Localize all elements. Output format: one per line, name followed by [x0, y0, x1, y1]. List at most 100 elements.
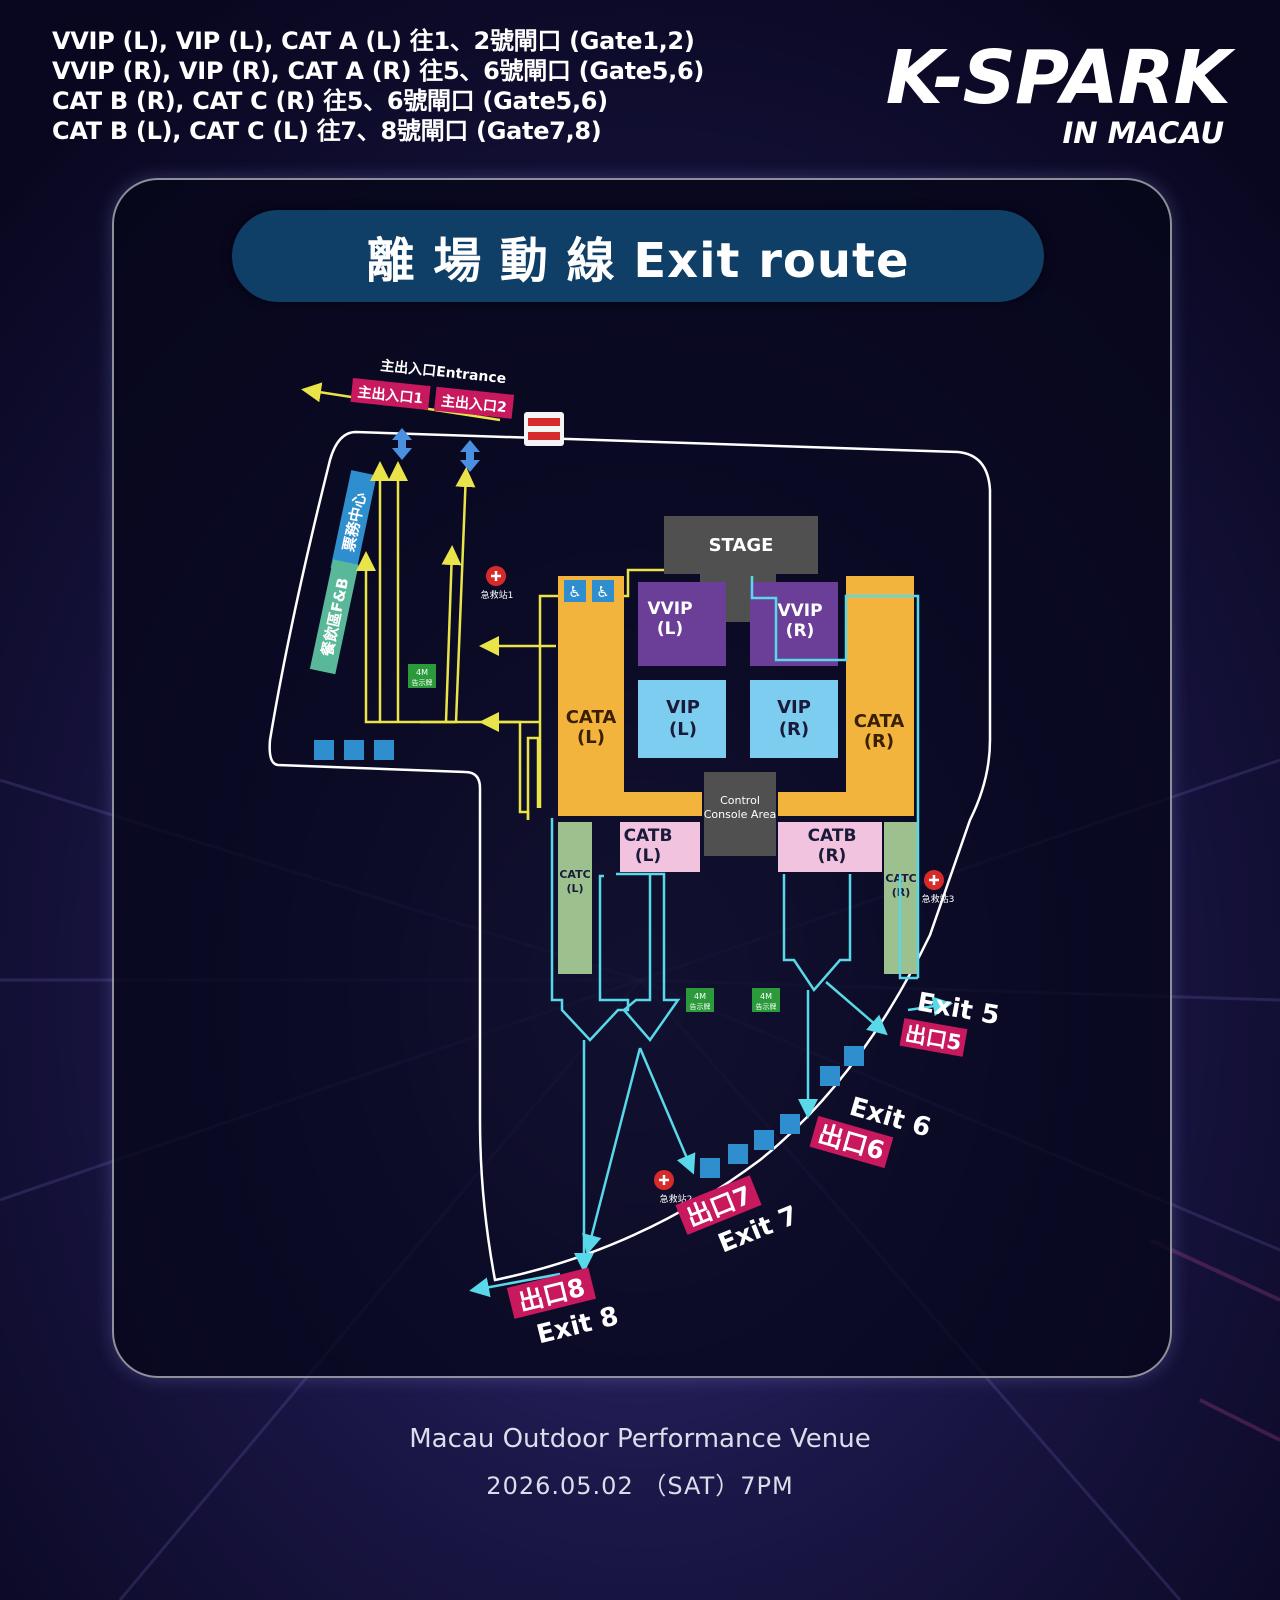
control-console-label: Control	[720, 794, 760, 807]
catb-left-sub: (L)	[635, 846, 661, 866]
cyan-route-right-outline	[750, 576, 920, 978]
venue-name: Macau Outdoor Performance Venue	[409, 1424, 871, 1454]
yellow-route-left	[356, 551, 380, 724]
catc-left-sub: (L)	[566, 882, 583, 895]
gate-instructions: VVIP (L), VIP (L), CAT A (L) 往1、2號閘口 (Ga…	[52, 26, 704, 146]
route-title: 離 場 動 線 Exit route	[366, 233, 910, 289]
logo-main-text: K-SPARK	[885, 35, 1231, 121]
catb-right-sub: (R)	[818, 846, 847, 866]
screen-board-left: 4M 告示牌	[408, 664, 436, 688]
screen-board-label: 4M	[694, 992, 706, 1001]
screen-board-right: 4M 告示牌	[752, 988, 780, 1012]
screen-board-sub: 告示牌	[690, 1002, 711, 1011]
vvip-left-block	[638, 582, 726, 666]
entrance-icon	[524, 412, 564, 446]
vvip-left-sub: (L)	[657, 619, 683, 639]
exit-7: 出口7 Exit 7	[675, 1175, 802, 1259]
screen-board-badge	[408, 664, 436, 688]
catb-left-block	[620, 822, 700, 872]
map-panel	[112, 178, 1172, 1378]
cata-right-sub: (R)	[864, 731, 894, 752]
restroom-icon	[780, 1114, 800, 1134]
exit-6: Exit 6 出口6	[809, 1092, 934, 1169]
cata-right-block	[778, 576, 914, 816]
vip-left-sub: (L)	[669, 719, 697, 740]
yellow-route-cata-inner	[526, 736, 540, 820]
svg-text:♿: ♿	[568, 583, 581, 601]
entrance-gate-2: 主出入口2	[440, 392, 507, 416]
yellow-route-right	[420, 467, 476, 724]
catc-left-block	[558, 822, 592, 974]
cyan-route-exit8-outer	[469, 1272, 561, 1298]
gate-1-double-arrow	[392, 428, 412, 460]
accessible-icon: ♿	[592, 580, 614, 602]
screen-board-sub: 告示牌	[756, 1002, 777, 1011]
gate-line-3: CAT B (R), CAT C (R) 往5、6號閘口 (Gate5,6)	[52, 87, 608, 115]
cata-left-block	[558, 576, 702, 816]
cata-right-label: CATA	[854, 711, 905, 732]
vip-right-sub: (R)	[779, 719, 809, 740]
venue-boundary	[268, 430, 992, 1282]
exit-7-badge	[675, 1175, 762, 1235]
restroom-icon	[844, 1046, 864, 1066]
yellow-route-main	[370, 461, 530, 820]
restroom-icon	[754, 1130, 774, 1150]
event-date: 2026.05.02 （SAT）7PM	[486, 1472, 794, 1500]
cyan-route-to-exit8-b	[582, 1047, 642, 1255]
svg-text:♿: ♿	[596, 583, 609, 601]
control-console-sub: Console Area	[704, 808, 776, 821]
first-aid-1-label: 急救站1	[481, 589, 514, 601]
vip-left-block	[638, 680, 726, 758]
cata-left-label: CATA	[566, 707, 617, 728]
vip-left-label: VIP	[666, 697, 700, 718]
entrance-gate-1-badge	[350, 378, 431, 411]
restroom-icon	[728, 1144, 748, 1164]
exit-8: 出口8 Exit 8	[506, 1267, 621, 1350]
ticket-center-badge	[330, 470, 377, 574]
restroom-icon	[374, 740, 394, 760]
entrance-gate-1: 主出入口1	[357, 384, 424, 408]
catb-left-label: CATB	[624, 826, 673, 846]
screen-board-label: 4M	[416, 668, 428, 677]
catb-right-block	[778, 822, 882, 872]
restroom-icon	[344, 740, 364, 760]
stage-label: STAGE	[709, 535, 774, 556]
vip-right-block	[750, 680, 838, 758]
entrance-label: 主出入口Entrance	[380, 357, 507, 387]
first-aid-1: 急救站1	[481, 566, 514, 601]
gate-line-4: CAT B (L), CAT C (L) 往7、8號閘口 (Gate7,8)	[52, 117, 602, 145]
exit-5: Exit 5 出口5	[899, 987, 1002, 1057]
cata-left-sub: (L)	[577, 727, 605, 748]
restroom-icon	[820, 1066, 840, 1086]
screen-board-badge	[752, 988, 780, 1012]
control-console-block	[704, 772, 776, 856]
cyan-route-catc-right	[898, 874, 918, 980]
cyan-route-to-exit5	[825, 981, 888, 1036]
cyan-route-catb-left	[616, 872, 681, 1043]
accessible-icon: ♿	[564, 580, 586, 602]
first-aid-2: 急救站2	[654, 1170, 692, 1205]
cyan-route-exit5-outer	[907, 996, 953, 1017]
cyan-route-catc-left	[550, 818, 630, 1042]
cyan-route-to-exit7	[638, 1047, 696, 1175]
gate-line-1: VVIP (L), VIP (L), CAT A (L) 往1、2號閘口 (Ga…	[52, 27, 695, 55]
yellow-route-right-2	[441, 545, 462, 723]
cyan-route-catb-right	[782, 874, 852, 993]
k-spark-logo: K-SPARK IN MACAU	[810, 35, 1231, 158]
gate-2-double-arrow	[460, 440, 480, 472]
vvip-right-block	[750, 582, 838, 666]
screen-board-label: 4M	[760, 992, 772, 1001]
exit-6-badge	[809, 1115, 894, 1169]
route-title-banner: 離 場 動 線 Exit route	[232, 210, 1044, 302]
exit-5-zh: 出口5	[903, 1022, 963, 1055]
fnb-badge	[309, 559, 359, 675]
vip-right-label: VIP	[777, 697, 811, 718]
first-aid-3: 急救站3	[922, 870, 954, 905]
vvip-right-label: VVIP	[777, 601, 822, 621]
logo-sub-text: IN MACAU	[1062, 116, 1224, 150]
vvip-right-sub: (R)	[786, 621, 815, 641]
restroom-icon	[700, 1158, 720, 1178]
catb-right-label: CATB	[808, 826, 857, 846]
catc-left-label: CATC	[559, 868, 590, 881]
